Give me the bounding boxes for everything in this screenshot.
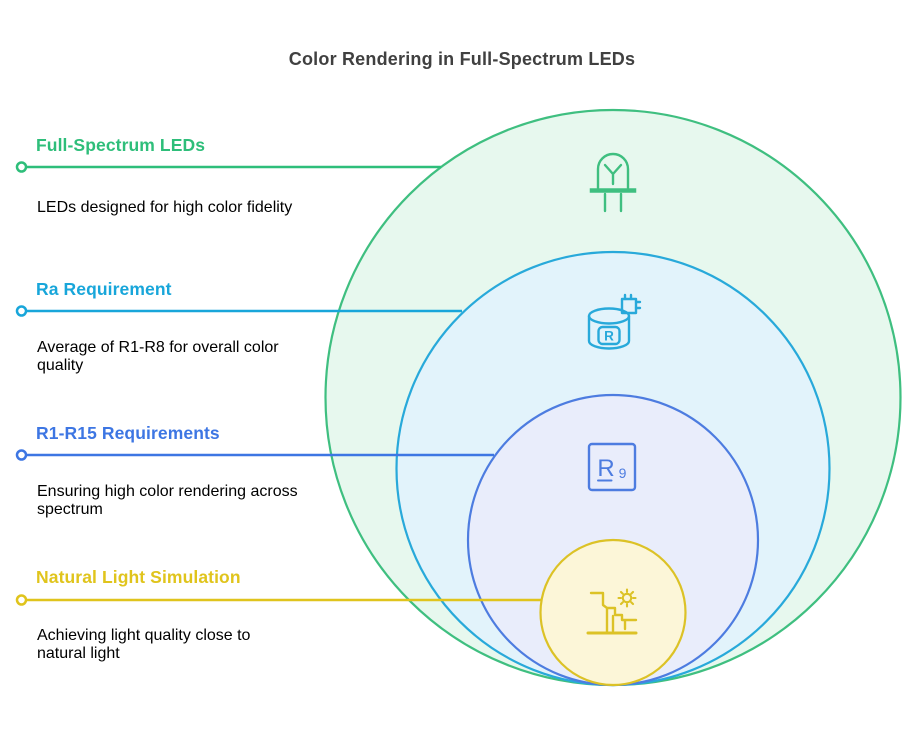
sun-cliff-icon: [586, 588, 638, 635]
database-r-icon: R: [587, 293, 642, 350]
section-label-ra-requirement: Ra Requirement: [36, 278, 172, 300]
connector-dot-ra-requirement: [15, 305, 28, 317]
svg-text:R: R: [597, 455, 614, 482]
svg-text:R: R: [604, 329, 614, 344]
connector-dot-full-spectrum-leds: [15, 161, 28, 173]
section-heading: Full-Spectrum LEDs: [36, 135, 206, 155]
led-icon: [589, 152, 637, 213]
section-description: Ensuring high color rendering across spe…: [37, 483, 298, 518]
connector-dot-r1-r15-requirements: [15, 449, 28, 461]
section-label-natural-light-simulation: Natural Light Simulation: [36, 566, 241, 588]
section-heading: R1-R15 Requirements: [36, 423, 220, 443]
page-title: Color Rendering in Full-Spectrum LEDs: [288, 49, 636, 69]
ring-natural-light-simulation: [539, 538, 687, 687]
connector-dot-natural-light-simulation: [15, 594, 28, 606]
section-heading: Ra Requirement: [36, 279, 172, 299]
section-description: Achieving light quality close to natural…: [37, 627, 251, 662]
section-heading: Natural Light Simulation: [36, 567, 241, 587]
r9-tile-icon: R 9: [587, 442, 637, 492]
section-label-r1-r15-requirements: R1-R15 Requirements: [36, 422, 220, 444]
section-label-full-spectrum-leds: Full-Spectrum LEDs: [36, 134, 205, 156]
svg-text:9: 9: [619, 465, 627, 481]
section-description: LEDs designed for high color fidelity: [37, 199, 293, 216]
section-description: Average of R1-R8 for overall color quali…: [37, 339, 279, 374]
